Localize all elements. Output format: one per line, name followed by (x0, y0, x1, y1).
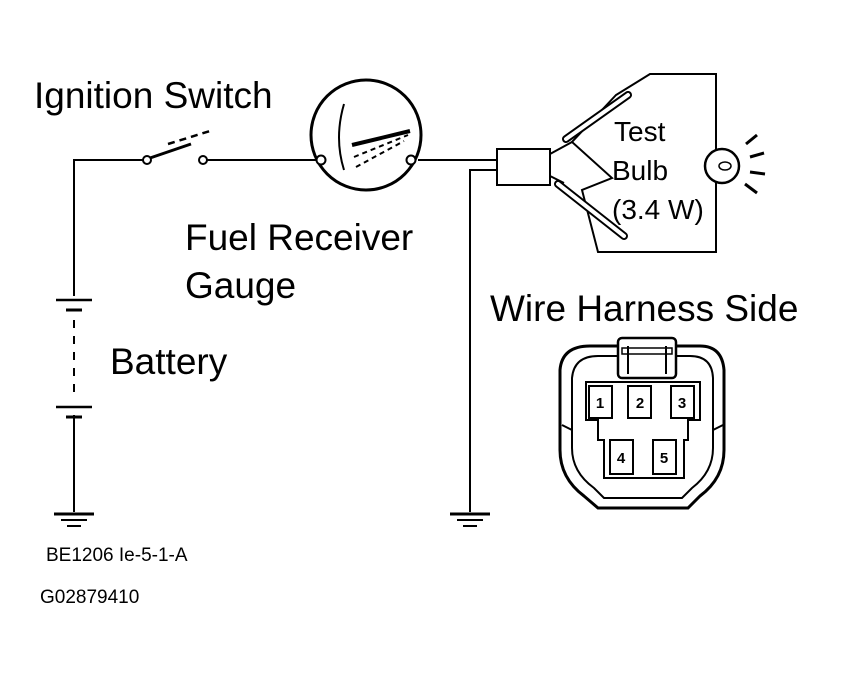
fuel-gauge-label-line2: Gauge (185, 265, 296, 306)
pin-4: 4 (617, 450, 626, 467)
fuel-gauge-label-line1: Fuel Receiver (185, 217, 413, 258)
test-bulb-assembly (554, 73, 717, 253)
pin-2: 2 (636, 395, 644, 412)
connector-pin-cells (588, 385, 695, 475)
light-bulb-icon (703, 133, 766, 195)
test-bulb-label-line2: Bulb (612, 155, 668, 186)
connector-face-icon (558, 336, 726, 510)
pin-1: 1 (596, 395, 604, 412)
ground-symbol-harness (450, 512, 490, 527)
battery-symbol (56, 298, 92, 419)
wire-harness-label: Wire Harness Side (490, 288, 798, 329)
pin-3: 3 (678, 395, 686, 412)
ground-symbol-battery (54, 512, 94, 527)
battery-label: Battery (110, 341, 228, 382)
connector-pin-numbers: 1 2 3 4 5 (596, 395, 686, 467)
pin-5: 5 (660, 450, 668, 467)
test-bulb-label-line3: (3.4 W) (612, 194, 704, 225)
test-bulb-label-line1: Test (614, 116, 666, 147)
ignition-switch-symbol (142, 129, 211, 165)
harness-connector-block (496, 141, 573, 186)
fuel-gauge-symbol (309, 78, 423, 192)
figure-code-1: BE1206 Ie-5-1-A (46, 545, 188, 566)
circuit-wires (73, 159, 497, 512)
ignition-switch-label: Ignition Switch (34, 75, 273, 116)
figure-code-2: G02879410 (40, 587, 139, 608)
